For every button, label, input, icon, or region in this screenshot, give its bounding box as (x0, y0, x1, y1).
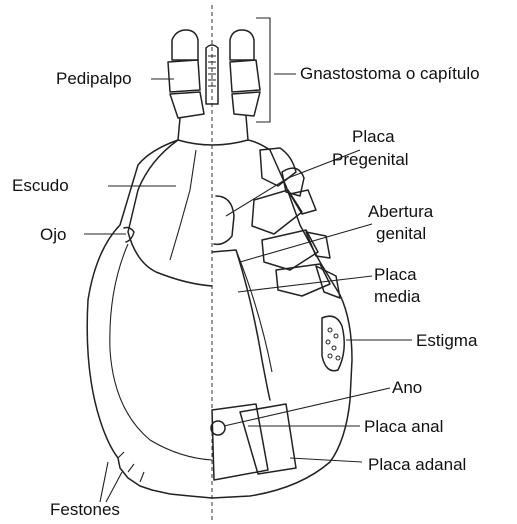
capitulum-bracket (256, 18, 270, 122)
label-placa-pregenital-2: Pregenital (332, 150, 409, 170)
label-abertura-genital-2: genital (376, 224, 426, 244)
anal-plate (212, 404, 268, 480)
stigmal-plate (322, 316, 344, 371)
adanal-plate (240, 404, 296, 474)
label-ano: Ano (392, 378, 422, 398)
marginal-groove (110, 244, 212, 460)
label-placa-pregenital-1: Placa (352, 127, 395, 147)
scutum-inner-groove (170, 150, 196, 260)
stigma-dots (326, 328, 340, 360)
label-placa-media-1: Placa (374, 265, 417, 285)
label-placa-anal: Placa anal (364, 417, 443, 437)
label-escudo: Escudo (12, 176, 69, 196)
label-pedipalpo: Pedipalpo (56, 69, 132, 89)
label-estigma: Estigma (416, 331, 477, 351)
basis-capituli (178, 116, 248, 145)
label-placa-media-2: media (374, 287, 420, 307)
label-abertura-genital-1: Abertura (368, 202, 433, 222)
label-placa-adanal: Placa adanal (368, 455, 466, 475)
pedipalp-right (230, 30, 260, 116)
pedipalp-left (168, 30, 204, 118)
festoon-marks (118, 452, 144, 482)
legs-right (252, 148, 340, 298)
pregenital-plate (214, 196, 234, 244)
label-gnastostoma: Gnastostoma o capítulo (300, 64, 480, 84)
label-festones: Festones (50, 500, 120, 520)
body-outline (87, 140, 352, 498)
label-ojo: Ojo (40, 225, 66, 245)
